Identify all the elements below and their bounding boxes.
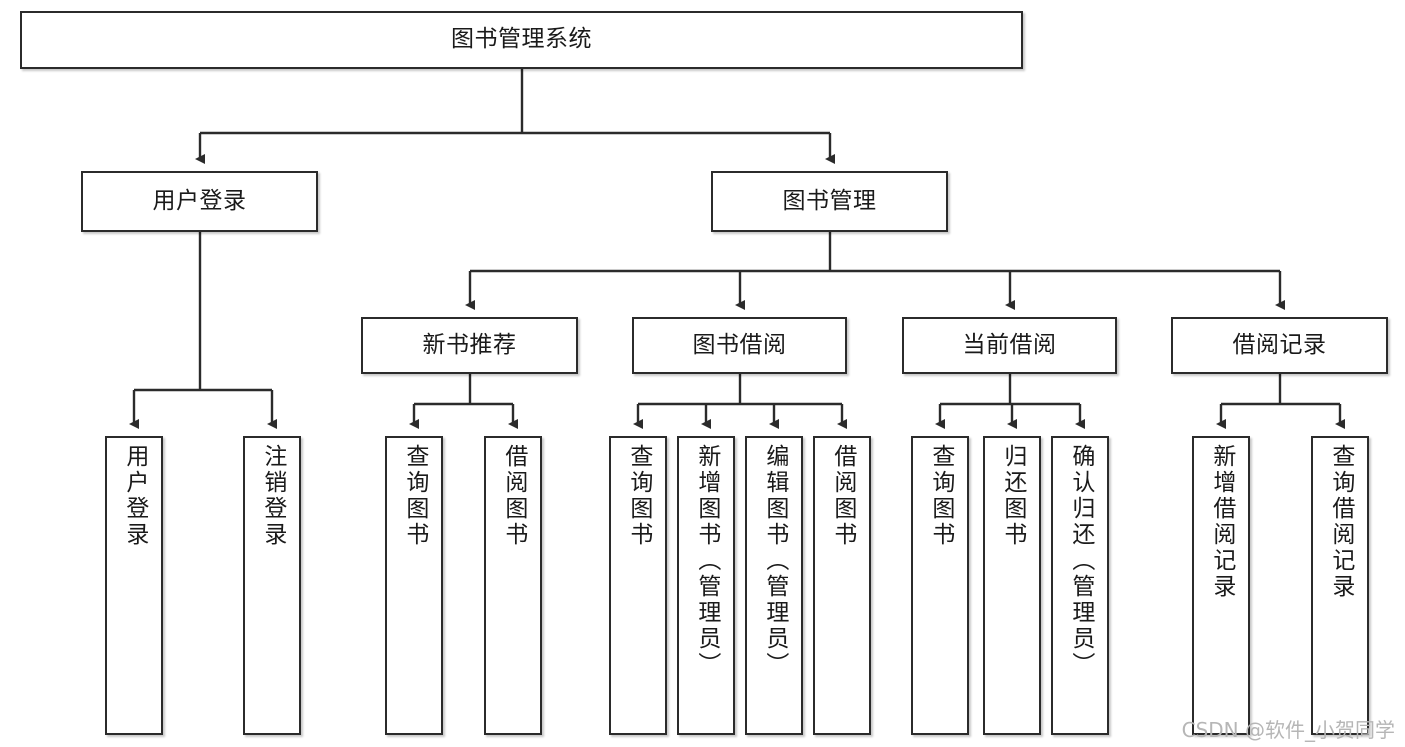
node-label: 当前借阅 [962, 331, 1057, 358]
node-login[interactable]: 用户登录 [81, 171, 318, 232]
node-label: 用户登录 [121, 444, 148, 548]
node-label: 借阅图书 [500, 444, 527, 548]
node-leaf-query-book-2[interactable]: 查询图书 [609, 436, 667, 735]
watermark-text: CSDN @软件_小贺同学 [1181, 718, 1395, 742]
node-record[interactable]: 借阅记录 [1171, 317, 1388, 374]
node-label: 新增图书（管理员） [693, 444, 720, 678]
node-leaf-user-login[interactable]: 用户登录 [105, 436, 163, 735]
node-label: 借阅图书 [829, 444, 856, 548]
node-label: 注销登录 [259, 444, 286, 548]
node-leaf-return-book[interactable]: 归还图书 [983, 436, 1041, 735]
node-current[interactable]: 当前借阅 [902, 317, 1117, 374]
node-label: 查询图书 [927, 444, 954, 548]
node-leaf-query-record[interactable]: 查询借阅记录 [1311, 436, 1369, 735]
node-label: 查询图书 [401, 444, 428, 548]
node-leaf-add-book[interactable]: 新增图书（管理员） [677, 436, 735, 735]
node-label: 新书推荐 [422, 331, 517, 358]
node-label: 查询借阅记录 [1327, 444, 1354, 600]
node-root[interactable]: 图书管理系统 [20, 11, 1023, 69]
node-leaf-query-book-1[interactable]: 查询图书 [385, 436, 443, 735]
node-borrow[interactable]: 图书借阅 [632, 317, 847, 374]
node-leaf-confirm-return[interactable]: 确认归还（管理员） [1051, 436, 1109, 735]
node-leaf-logout[interactable]: 注销登录 [243, 436, 301, 735]
node-label: 图书管理 [782, 187, 877, 214]
node-label: 新增借阅记录 [1208, 444, 1235, 600]
node-leaf-borrow-book-2[interactable]: 借阅图书 [813, 436, 871, 735]
node-label: 用户登录 [152, 187, 247, 214]
node-label: 借阅记录 [1232, 331, 1327, 358]
node-label: 图书管理系统 [451, 26, 592, 53]
node-leaf-borrow-book-1[interactable]: 借阅图书 [484, 436, 542, 735]
node-leaf-add-record[interactable]: 新增借阅记录 [1192, 436, 1250, 735]
node-label: 查询图书 [625, 444, 652, 548]
node-label: 图书借阅 [692, 331, 787, 358]
node-bookmgmt[interactable]: 图书管理 [711, 171, 948, 232]
node-leaf-query-book-3[interactable]: 查询图书 [911, 436, 969, 735]
node-newbook[interactable]: 新书推荐 [361, 317, 578, 374]
node-label: 确认归还（管理员） [1067, 444, 1094, 678]
node-label: 归还图书 [999, 444, 1026, 548]
node-label: 编辑图书（管理员） [761, 444, 788, 678]
node-leaf-edit-book[interactable]: 编辑图书（管理员） [745, 436, 803, 735]
